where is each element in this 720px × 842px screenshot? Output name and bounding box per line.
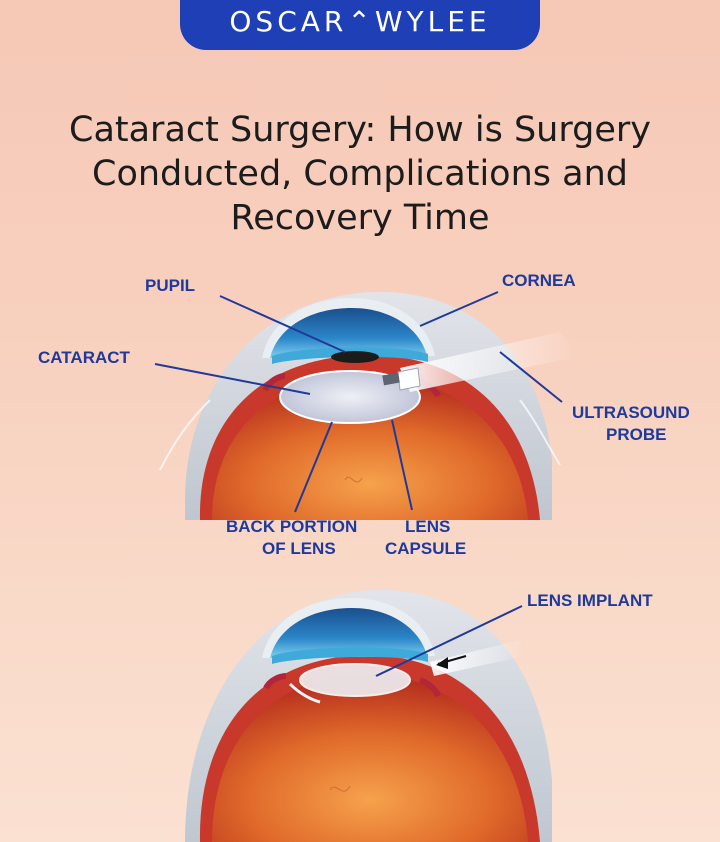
label-cataract: CATARACT	[38, 348, 131, 367]
label-lens-capsule-line2: CAPSULE	[385, 539, 466, 558]
title-line-1: Cataract Surgery: How is Surgery	[69, 110, 651, 150]
cornea-top	[270, 308, 427, 358]
label-back-portion-line2: OF LENS	[262, 539, 336, 558]
pupil-top	[331, 351, 379, 363]
eye-bottom	[185, 589, 552, 842]
vitreous-bottom	[212, 673, 528, 842]
page-title: Cataract Surgery: How is Surgery Conduct…	[20, 108, 700, 240]
title-line-3: Recovery Time	[230, 198, 490, 238]
leader-line-implant	[375, 605, 523, 677]
eye-top	[159, 291, 580, 520]
label-ultrasound-line2: PROBE	[606, 425, 666, 444]
iris-bottom	[272, 647, 428, 664]
title-line-2: Conducted, Complications and	[92, 154, 628, 194]
label-lens-implant: LENS IMPLANT	[527, 591, 653, 610]
label-pupil: PUPIL	[145, 276, 195, 295]
arrow-icon	[436, 657, 448, 669]
cornea-bottom	[270, 608, 427, 658]
label-cornea: CORNEA	[502, 271, 576, 290]
lens-implant	[299, 663, 411, 697]
implant-injector	[430, 640, 525, 676]
label-back-portion-line1: BACK PORTION	[226, 517, 357, 536]
label-ultrasound-line1: ULTRASOUND	[572, 403, 690, 422]
brand-logo: OSCAR⌃WYLEE	[229, 5, 491, 38]
label-lens-capsule-line1: LENS	[405, 517, 450, 536]
brand-header: OSCAR⌃WYLEE	[180, 0, 540, 50]
leader-lines-top	[154, 291, 563, 513]
ultrasound-probe	[382, 332, 580, 392]
